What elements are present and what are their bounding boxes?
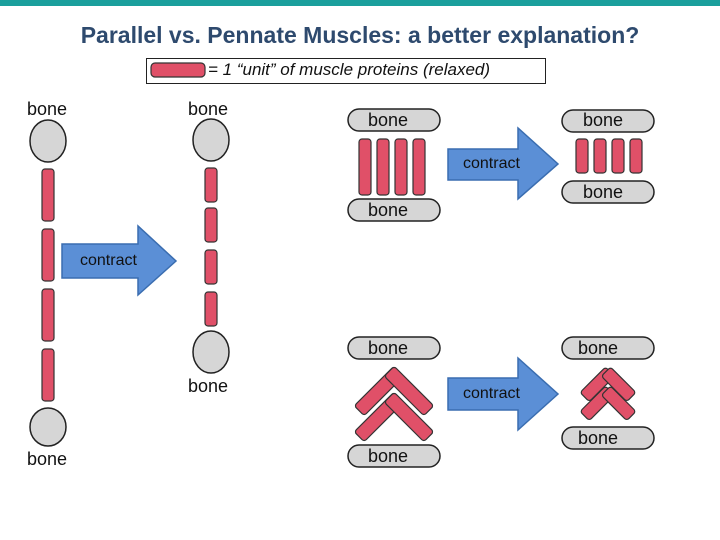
bone-shape-mid-bottom — [192, 330, 230, 374]
bone-label: bone — [188, 376, 229, 396]
contract-label: contract — [463, 385, 520, 402]
legend-unit-swatch — [150, 62, 206, 78]
bone-shape-parallel-contracted-top — [561, 109, 655, 133]
bone-shape-left-top — [29, 119, 67, 163]
bone-shape-pennate-relaxed-bottom — [347, 444, 441, 468]
contract-label: contract — [80, 252, 137, 269]
page-title: Parallel vs. Pennate Muscles: a better e… — [80, 22, 640, 48]
bone-shape-parallel-contracted-bottom — [561, 180, 655, 204]
muscle-unit-contracted — [204, 249, 218, 285]
top-accent-bar — [0, 0, 720, 6]
contract-arrow-pennate — [447, 356, 560, 432]
bone-label: bone — [368, 110, 409, 130]
bone-label: bone — [368, 446, 409, 466]
bone-label: bone — [27, 99, 68, 119]
bone-label: bone — [583, 182, 624, 202]
bone-label: bone — [583, 110, 624, 130]
muscle-unit — [358, 138, 372, 196]
legend-box — [146, 58, 546, 84]
bone-label: bone — [368, 200, 409, 220]
muscle-unit — [41, 228, 55, 282]
muscle-unit — [41, 168, 55, 222]
muscle-unit-contracted — [593, 138, 607, 174]
bone-shape-pennate-contracted-bottom — [561, 426, 655, 450]
bone-shape-parallel-relaxed-top — [347, 108, 441, 132]
muscle-unit-contracted — [575, 138, 589, 174]
muscle-unit — [376, 138, 390, 196]
muscle-unit-contracted — [611, 138, 625, 174]
bone-shape-left-bottom — [29, 407, 67, 447]
muscle-unit-contracted — [204, 291, 218, 327]
contract-arrow-wide — [447, 126, 560, 201]
pennate-unit — [384, 392, 434, 442]
pennate-unit — [384, 366, 434, 416]
bone-label: bone — [368, 338, 409, 358]
pennate-unit-contracted — [601, 386, 636, 421]
bone-label: bone — [27, 449, 68, 469]
muscle-unit — [41, 288, 55, 342]
bone-shape-pennate-contracted-top — [561, 336, 655, 360]
bone-shape-pennate-relaxed-top — [347, 336, 441, 360]
muscle-unit-contracted — [204, 167, 218, 203]
legend-text: = 1 “unit” of muscle proteins (relaxed) — [208, 60, 491, 79]
muscle-unit-contracted — [629, 138, 643, 174]
bone-label: bone — [578, 338, 619, 358]
bone-label: bone — [188, 99, 229, 119]
contract-arrow-parallel — [61, 224, 178, 297]
bone-shape-parallel-relaxed-bottom — [347, 198, 441, 222]
muscle-unit-contracted — [204, 207, 218, 243]
muscle-unit — [394, 138, 408, 196]
muscle-unit — [41, 348, 55, 402]
contract-label: contract — [463, 155, 520, 172]
bone-label: bone — [578, 428, 619, 448]
muscle-unit — [412, 138, 426, 196]
bone-shape-mid-top — [192, 118, 230, 162]
